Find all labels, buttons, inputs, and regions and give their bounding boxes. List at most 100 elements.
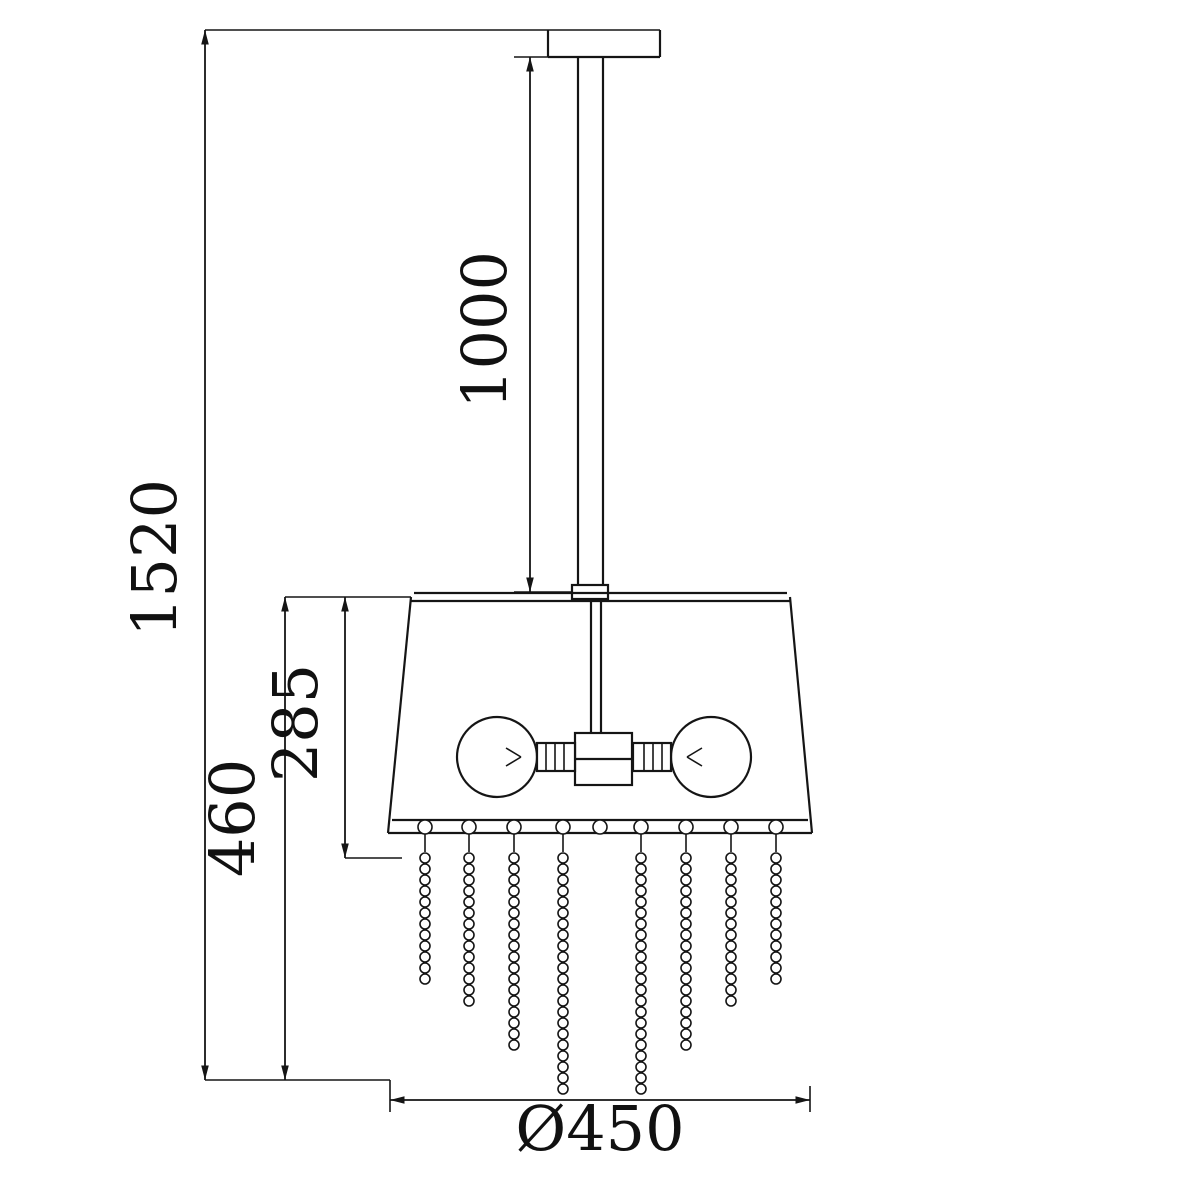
crystal-bead [557,1050,569,1062]
crystal-bead [419,973,431,985]
crystal-bead [635,918,647,930]
crystal-bead [770,907,782,919]
crystal-bead [770,885,782,897]
crystal-bead [463,885,475,897]
hanger-ring [506,819,522,835]
crystal-bead [680,874,692,886]
crystal-bead [557,918,569,930]
crystal-bead [557,1006,569,1018]
crystal-bead [419,951,431,963]
center-hub [573,731,634,787]
crystal-bead [508,995,520,1007]
crystal-bead [680,907,692,919]
crystal-bead [680,962,692,974]
crystal-bead [770,863,782,875]
crystal-bead [557,951,569,963]
hanger-ring [768,819,784,835]
crystal-bead [635,1050,647,1062]
crystal-bead [635,1072,647,1084]
crystal-bead [770,896,782,908]
crystal-bead [635,874,647,886]
crystal-bead [508,863,520,875]
crystal-bead [635,1006,647,1018]
crystal-bead [419,929,431,941]
crystal-bead [770,918,782,930]
bead-hangers [417,819,784,835]
crystal-bead [557,1061,569,1073]
crystal-bead [680,951,692,963]
crystal-bead [557,984,569,996]
crystal-bead [508,929,520,941]
crystal-bead [419,885,431,897]
crystal-bead [725,863,737,875]
crystal-bead [463,852,475,864]
crystal-bead [508,1039,520,1051]
crystal-bead [419,874,431,886]
crystal-bead [725,973,737,985]
bulb-socket-right [631,741,673,773]
crystal-bead [463,896,475,908]
crystal-bead [635,1017,647,1029]
crystal-bead [463,863,475,875]
crystal-bead [635,940,647,952]
crystal-bead [463,929,475,941]
crystal-bead [770,962,782,974]
hanger-ring [678,819,694,835]
crystal-bead [508,973,520,985]
crystal-bead [557,1083,569,1095]
crystal-bead [557,885,569,897]
crystal-bead [635,896,647,908]
crystal-bead [508,885,520,897]
crystal-bead [770,852,782,864]
hanging-rod [570,57,610,735]
crystal-bead [635,907,647,919]
dimension-drop-height: 460 [196,596,411,1080]
crystal-bead [508,1017,520,1029]
crystal-bead [725,885,737,897]
crystal-bead [635,852,647,864]
crystal-bead [463,962,475,974]
crystal-bead [557,896,569,908]
crystal-bead [419,863,431,875]
crystal-bead [508,1028,520,1040]
crystal-bead [463,918,475,930]
crystal-bead [508,951,520,963]
crystal-bead [725,984,737,996]
crystal-bead [635,1061,647,1073]
crystal-bead [463,940,475,952]
crystal-bead [635,1083,647,1095]
bulb-socket-left [535,741,577,773]
crystal-bead [419,852,431,864]
crystal-bead [508,852,520,864]
crystal-bead [463,995,475,1007]
crystal-bead [419,896,431,908]
crystal-bead [725,940,737,952]
crystal-bead [557,907,569,919]
crystal-bead [635,984,647,996]
hanger-ring [723,819,739,835]
crystal-bead [725,995,737,1007]
crystal-bead [680,1006,692,1018]
crystal-bead [508,962,520,974]
dimension-shade-height: 285 [259,597,402,859]
hanger-ring [417,819,433,835]
crystal-bead [419,962,431,974]
crystal-bead [635,973,647,985]
crystal-bead [557,973,569,985]
crystal-bead [680,863,692,875]
crystal-bead [463,951,475,963]
crystal-bead [725,918,737,930]
crystal-bead [680,1039,692,1051]
light-bulb-right [631,715,753,799]
crystal-bead [557,1017,569,1029]
crystal-bead [680,973,692,985]
crystal-bead [635,995,647,1007]
crystal-bead [725,907,737,919]
light-bulb-left [455,715,577,799]
dimension-rod-length: 1000 [448,56,572,593]
crystal-bead [680,995,692,1007]
crystal-bead [463,973,475,985]
dimension-total-height: 1520 [118,29,660,1081]
crystal-bead [635,929,647,941]
